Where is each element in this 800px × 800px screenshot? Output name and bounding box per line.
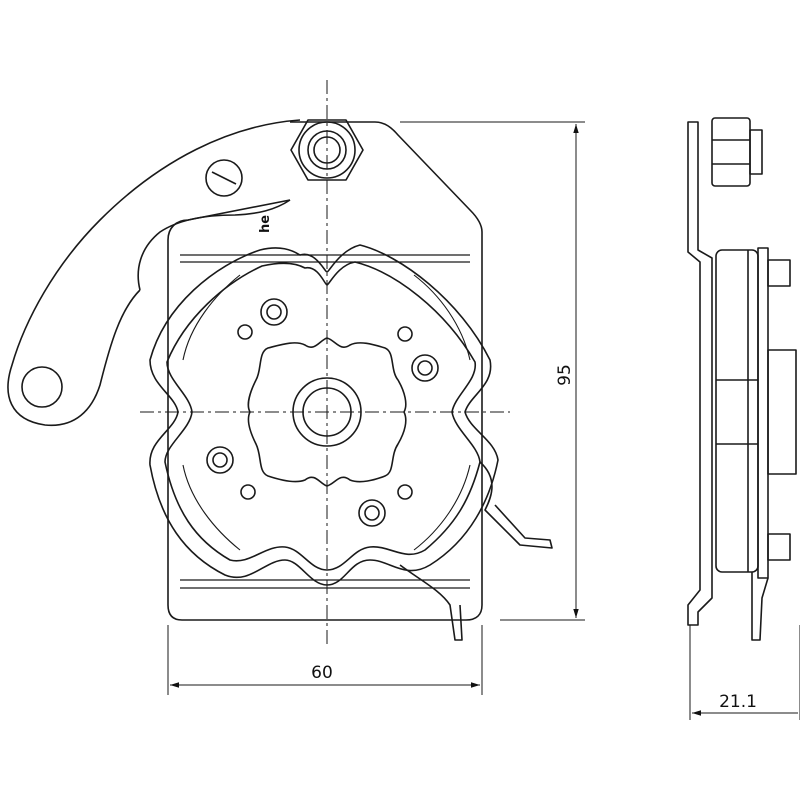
lever-slot-screw	[205, 159, 243, 197]
spring-clip-inner	[164, 261, 481, 571]
guide-rails	[180, 254, 470, 589]
plate-ribs	[182, 274, 471, 551]
side-view	[687, 117, 797, 641]
spring-clip-tails	[399, 461, 553, 641]
lever-end-hole	[21, 366, 63, 408]
logo-text: he	[258, 215, 273, 233]
dimension-width-label: 60	[311, 663, 333, 683]
central-boss	[247, 337, 407, 487]
lever-arm	[7, 119, 301, 427]
mounting-holes	[206, 298, 439, 527]
center-lines	[140, 80, 510, 645]
dimension-height-label: 95	[555, 364, 575, 386]
mount-plate	[167, 121, 483, 621]
dimension-lines	[167, 121, 800, 720]
spring-clip-outer	[149, 244, 499, 586]
front-view: he	[7, 119, 553, 641]
dimension-depth-label: 21.1	[719, 692, 757, 712]
